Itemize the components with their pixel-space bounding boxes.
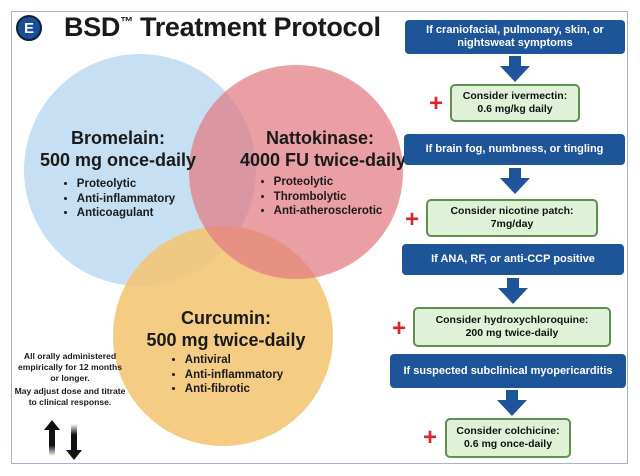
- property-item: Anticoagulant: [77, 206, 175, 221]
- panel-badge: E: [16, 15, 42, 41]
- recommendation-nicotine-patch: Consider nicotine patch: 7mg/day: [426, 199, 598, 237]
- bromelain-properties: Proteolytic Anti-inflammatory Anticoagul…: [61, 177, 175, 221]
- title-rest: Treatment Protocol: [132, 12, 381, 42]
- condition-box-brain-fog: If brain fog, numbness, or tingling: [404, 134, 625, 165]
- curcumin-text: Curcumin: 500 mg twice-daily Antiviral A…: [146, 307, 306, 397]
- recommendation-line: Consider ivermectin:: [462, 90, 568, 102]
- property-item: Proteolytic: [274, 175, 383, 190]
- property-item: Anti-fibrotic: [185, 382, 283, 397]
- curcumin-properties: Antiviral Anti-inflammatory Anti-fibroti…: [169, 353, 283, 397]
- recommendation-ivermectin: Consider ivermectin: 0.6 mg/kg daily: [450, 84, 580, 122]
- plus-icon: +: [423, 424, 438, 451]
- recommendation-dose: 0.6 mg once-daily: [463, 438, 553, 450]
- down-arrow-icon: [497, 390, 527, 416]
- title-brand: BSD: [64, 12, 121, 42]
- property-item: Anti-inflammatory: [77, 192, 175, 207]
- down-arrow-icon: [500, 56, 530, 82]
- bromelain-circle: [24, 54, 256, 286]
- recommendation-dose: 0.6 mg/kg daily: [477, 103, 553, 115]
- recommendation-dose: 200 mg twice-daily: [465, 327, 559, 339]
- property-item: Proteolytic: [77, 177, 175, 192]
- down-arrow-icon: [498, 278, 528, 304]
- property-item: Thrombolytic: [274, 190, 383, 205]
- plus-icon: +: [405, 206, 420, 233]
- curcumin-circle: [113, 226, 333, 446]
- nattokinase-circle: [189, 65, 403, 279]
- page-title: BSD™ Treatment Protocol: [64, 12, 381, 43]
- administration-note: All orally administered empirically for …: [17, 351, 123, 383]
- recommendation-line: Consider hydroxychloroquine:: [435, 314, 589, 326]
- recommendation-dose: 7mg/day: [490, 218, 534, 230]
- trademark-symbol: ™: [120, 14, 133, 29]
- titration-note: May adjust dose and titrate to clinical …: [14, 386, 126, 407]
- property-item: Anti-atherosclerotic: [274, 204, 383, 219]
- badge-letter: E: [23, 19, 34, 37]
- nattokinase-properties: Proteolytic Thrombolytic Anti-atheroscle…: [258, 175, 383, 219]
- condition-box-ana-rf: If ANA, RF, or anti-CCP positive: [402, 244, 624, 275]
- plus-icon: +: [392, 315, 407, 342]
- curcumin-name: Curcumin:: [181, 308, 271, 328]
- bromelain-name: Bromelain:: [70, 128, 166, 148]
- down-arrow-icon: [500, 168, 530, 194]
- nattokinase-name: Nattokinase:: [265, 128, 375, 148]
- property-item: Antiviral: [185, 353, 283, 368]
- up-down-arrows-icon: [44, 420, 82, 460]
- nattokinase-dose: 4000 FU twice-daily: [240, 150, 407, 170]
- curcumin-dose: 500 mg twice-daily: [146, 330, 306, 350]
- recommendation-colchicine: Consider colchicine: 0.6 mg once-daily: [445, 418, 571, 458]
- recommendation-hydroxychloroquine: Consider hydroxychloroquine: 200 mg twic…: [413, 307, 611, 347]
- plus-icon: +: [429, 90, 444, 117]
- diagram-frame: [11, 11, 628, 464]
- condition-box-myopericarditis: If suspected subclinical myopericarditis: [390, 354, 626, 388]
- bromelain-text: Bromelain: 500 mg once-daily Proteolytic…: [38, 127, 198, 221]
- condition-box-craniofacial: If craniofacial, pulmonary, skin, or nig…: [405, 20, 625, 54]
- recommendation-line: Consider colchicine:: [456, 425, 560, 437]
- property-item: Anti-inflammatory: [185, 368, 283, 383]
- recommendation-line: Consider nicotine patch:: [450, 205, 574, 217]
- nattokinase-text: Nattokinase: 4000 FU twice-daily Proteol…: [240, 127, 407, 219]
- bromelain-dose: 500 mg once-daily: [39, 150, 197, 170]
